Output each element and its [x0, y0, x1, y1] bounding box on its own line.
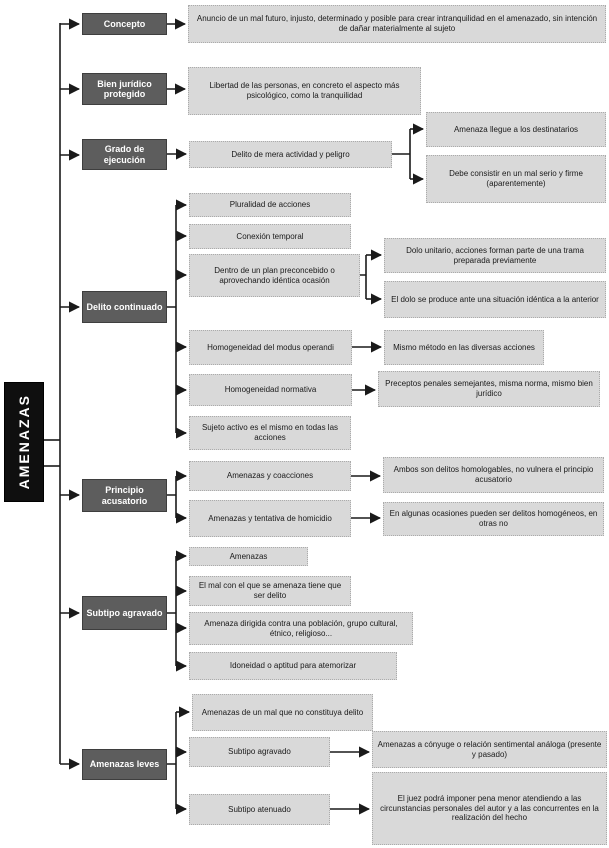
detail-text: Homogeneidad normativa [224, 385, 317, 395]
detail-mal-no-delito: Amenazas de un mal que no constituya del… [192, 694, 373, 731]
detail-delitos-homologables: Ambos son delitos homologables, no vulne… [383, 457, 604, 493]
detail-text: Delito de mera actividad y peligro [231, 149, 350, 159]
detail-amenaza-poblacion: Amenaza dirigida contra una población, g… [189, 612, 413, 645]
detail-text: Libertad de las personas, en concreto el… [209, 81, 400, 100]
detail-plan-preconcebido: Dentro de un plan preconcebido o aprovec… [189, 254, 360, 297]
detail-mal-serio-firme: Debe consistir en un mal serio y firme (… [426, 155, 606, 203]
category-label: Amenazas leves [89, 759, 160, 770]
detail-sujeto-activo: Sujeto activo es el mismo en todas las a… [189, 416, 351, 450]
detail-pluralidad-acciones: Pluralidad de acciones [189, 193, 351, 217]
category-principio-acusatorio: Principio acusatorio [82, 479, 167, 512]
detail-homogeneidad-modus: Homogeneidad del modus operandi [189, 330, 352, 365]
category-bien-juridico: Bien jurídico protegido [82, 73, 167, 105]
detail-text: Amenazas a cónyuge o relación sentimenta… [377, 739, 602, 759]
detail-text: Conexión temporal [236, 231, 304, 241]
detail-dolo-unitario: Dolo unitario, acciones forman parte de … [384, 238, 606, 273]
detail-text: El juez podrá imponer pena menor atendie… [380, 794, 599, 823]
bracket [392, 129, 411, 179]
detail-amenazas-conyuge: Amenazas a cónyuge o relación sentimenta… [372, 731, 607, 768]
detail-text: Dentro de un plan preconcebido o aprovec… [214, 265, 335, 285]
detail-text: Amenaza llegue a los destinatarios [453, 124, 579, 134]
detail-subtipo-agravado-leves: Subtipo agravado [189, 737, 330, 767]
detail-text: Dolo unitario, acciones forman parte de … [406, 245, 584, 265]
category-amenazas-leves: Amenazas leves [82, 749, 167, 780]
detail-amenazas-tentativa: Amenazas y tentativa de homicidio [189, 500, 351, 537]
category-subtipo-agravado: Subtipo agravado [82, 596, 167, 630]
category-label: Delito continuado [86, 301, 163, 312]
category-label: Concepto [103, 18, 146, 29]
detail-conexion-temporal: Conexión temporal [189, 224, 351, 249]
detail-homogeneidad-normativa: Homogeneidad normativa [189, 374, 352, 406]
category-label: Bien jurídico protegido [97, 78, 152, 99]
detail-text: En algunas ocasiones pueden ser delitos … [389, 509, 598, 528]
detail-amenazas-coacciones: Amenazas y coacciones [189, 461, 351, 491]
detail-text: Anuncio de un mal futuro, injusto, deter… [196, 14, 598, 33]
detail-text: Amenazas y coacciones [226, 471, 314, 481]
category-label: Principio acusatorio [101, 485, 148, 506]
category-grado-ejecucion: Grado de ejecución [82, 139, 167, 170]
detail-dolo-situacion-identica: El dolo se produce ante una situación id… [384, 281, 606, 318]
category-delito-continuado: Delito continuado [82, 291, 167, 323]
detail-text: Idoneidad o aptitud para atemorizar [229, 661, 357, 671]
detail-concepto: Anuncio de un mal futuro, injusto, deter… [188, 5, 606, 43]
detail-text: Amenazas [229, 551, 268, 561]
detail-text: Amenazas de un mal que no constituya del… [201, 707, 364, 717]
detail-amenaza-llegue: Amenaza llegue a los destinatarios [426, 112, 606, 147]
detail-text: Subtipo agravado [228, 747, 291, 757]
root-node-amenazas: AMENAZAS [4, 382, 44, 502]
category-concepto: Concepto [82, 13, 167, 35]
detail-mal-sea-delito: El mal con el que se amenaza tiene que s… [189, 576, 351, 606]
detail-text: El mal con el que se amenaza tiene que s… [198, 581, 342, 600]
category-label: Subtipo agravado [86, 607, 163, 618]
detail-subtipo-atenuado: Subtipo atenuado [189, 794, 330, 825]
detail-mismo-metodo: Mismo método en las diversas acciones [384, 330, 544, 365]
detail-text: Amenaza dirigida contra una población, g… [204, 618, 398, 638]
detail-preceptos-penales: Preceptos penales semejantes, misma norm… [378, 371, 600, 407]
detail-mera-actividad: Delito de mera actividad y peligro [189, 141, 392, 168]
detail-delitos-homogeneos: En algunas ocasiones pueden ser delitos … [383, 502, 604, 536]
bracket [167, 205, 177, 433]
bracket [360, 255, 367, 299]
detail-text: Mismo método en las diversas acciones [393, 342, 535, 352]
root-label: AMENAZAS [16, 394, 32, 490]
detail-text: El dolo se produce ante una situación id… [391, 294, 599, 304]
detail-text: Subtipo atenuado [228, 804, 291, 814]
bracket [167, 712, 177, 809]
detail-text: Sujeto activo es el mismo en todas las a… [201, 423, 339, 442]
detail-idoneidad-atemorizar: Idoneidad o aptitud para atemorizar [189, 652, 397, 680]
detail-text: Debe consistir en un mal serio y firme (… [449, 169, 583, 188]
detail-text: Ambos son delitos homologables, no vulne… [393, 465, 594, 484]
detail-text: Preceptos penales semejantes, misma norm… [385, 379, 593, 398]
detail-text: Pluralidad de acciones [229, 200, 311, 210]
detail-juez-pena-menor: El juez podrá imponer pena menor atendie… [372, 772, 607, 845]
detail-text: Homogeneidad del modus operandi [207, 342, 334, 352]
detail-amenazas: Amenazas [189, 547, 308, 566]
detail-bien-juridico: Libertad de las personas, en concreto el… [188, 67, 421, 115]
bracket [167, 556, 177, 666]
bracket [167, 476, 177, 518]
category-label: Grado de ejecución [103, 144, 146, 165]
detail-text: Amenazas y tentativa de homicidio [208, 513, 332, 523]
